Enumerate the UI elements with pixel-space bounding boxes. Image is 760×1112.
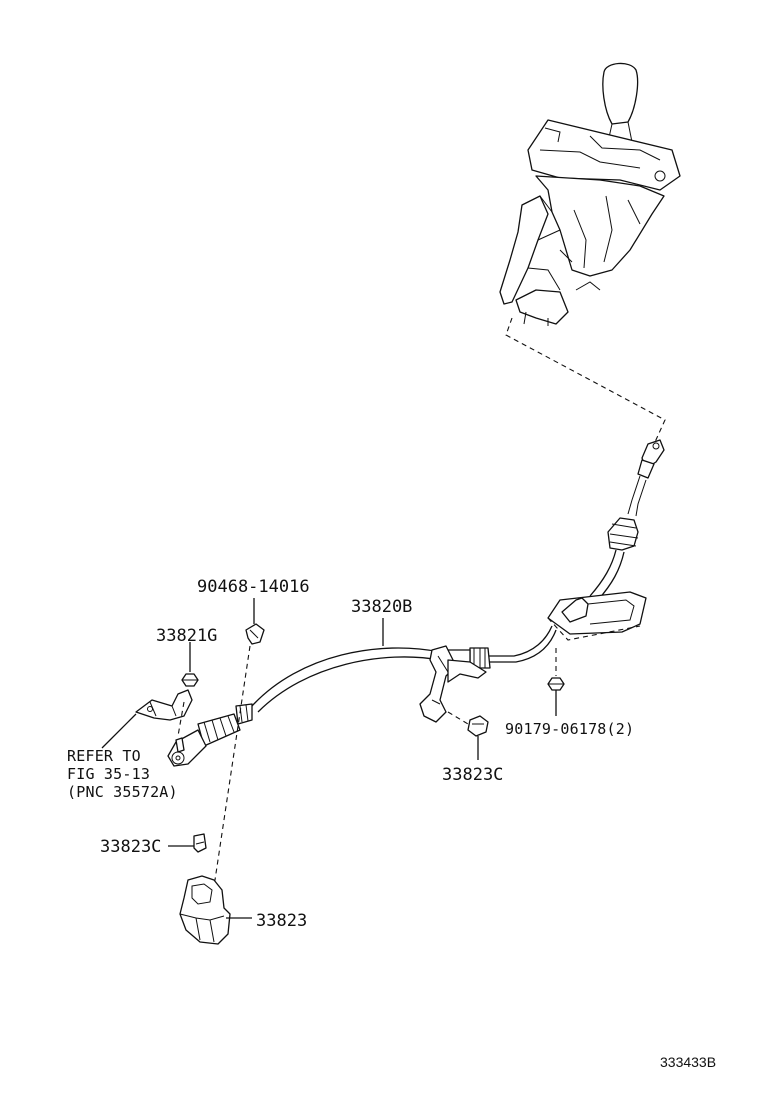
- flange-bolt-icon: [193, 833, 207, 853]
- shift-lever-assembly-icon: [499, 62, 681, 326]
- cable-retainer-bracket-icon: [419, 645, 487, 723]
- leader-lever-to-cable: [505, 317, 666, 443]
- label-bracket: 33823: [256, 911, 307, 931]
- label-bolt-left: 33823C: [100, 837, 161, 857]
- leader-refer: [101, 713, 137, 749]
- retaining-clip-icon: [245, 623, 265, 645]
- label-clip: 90468-14016: [197, 577, 310, 597]
- shift-cable-bracket-icon: [135, 689, 193, 753]
- leader-bolt-right-dash: [447, 711, 469, 725]
- label-refer-line2: FIG 35-13: [67, 765, 150, 783]
- figure-id: 333433B: [660, 1054, 716, 1070]
- label-refer-line3: (PNC 35572A): [67, 783, 178, 801]
- label-nut-right: 90179-06178(2): [505, 720, 634, 738]
- label-bolt-right: 33823C: [442, 765, 503, 785]
- cable-bracket-icon: [179, 875, 231, 945]
- cable-end-fitting-icon: [167, 703, 253, 767]
- transmission-control-cable-icon: [251, 439, 665, 713]
- label-cable: 33820B: [351, 597, 412, 617]
- hex-nut-icon: [181, 673, 199, 687]
- flange-bolt-icon: [467, 715, 489, 737]
- label-refer-line1: REFER TO: [67, 747, 141, 765]
- hex-nut-icon: [547, 677, 565, 691]
- label-nut-upper: 33821G: [156, 626, 217, 646]
- leader-clip-to-bracket: [211, 645, 251, 901]
